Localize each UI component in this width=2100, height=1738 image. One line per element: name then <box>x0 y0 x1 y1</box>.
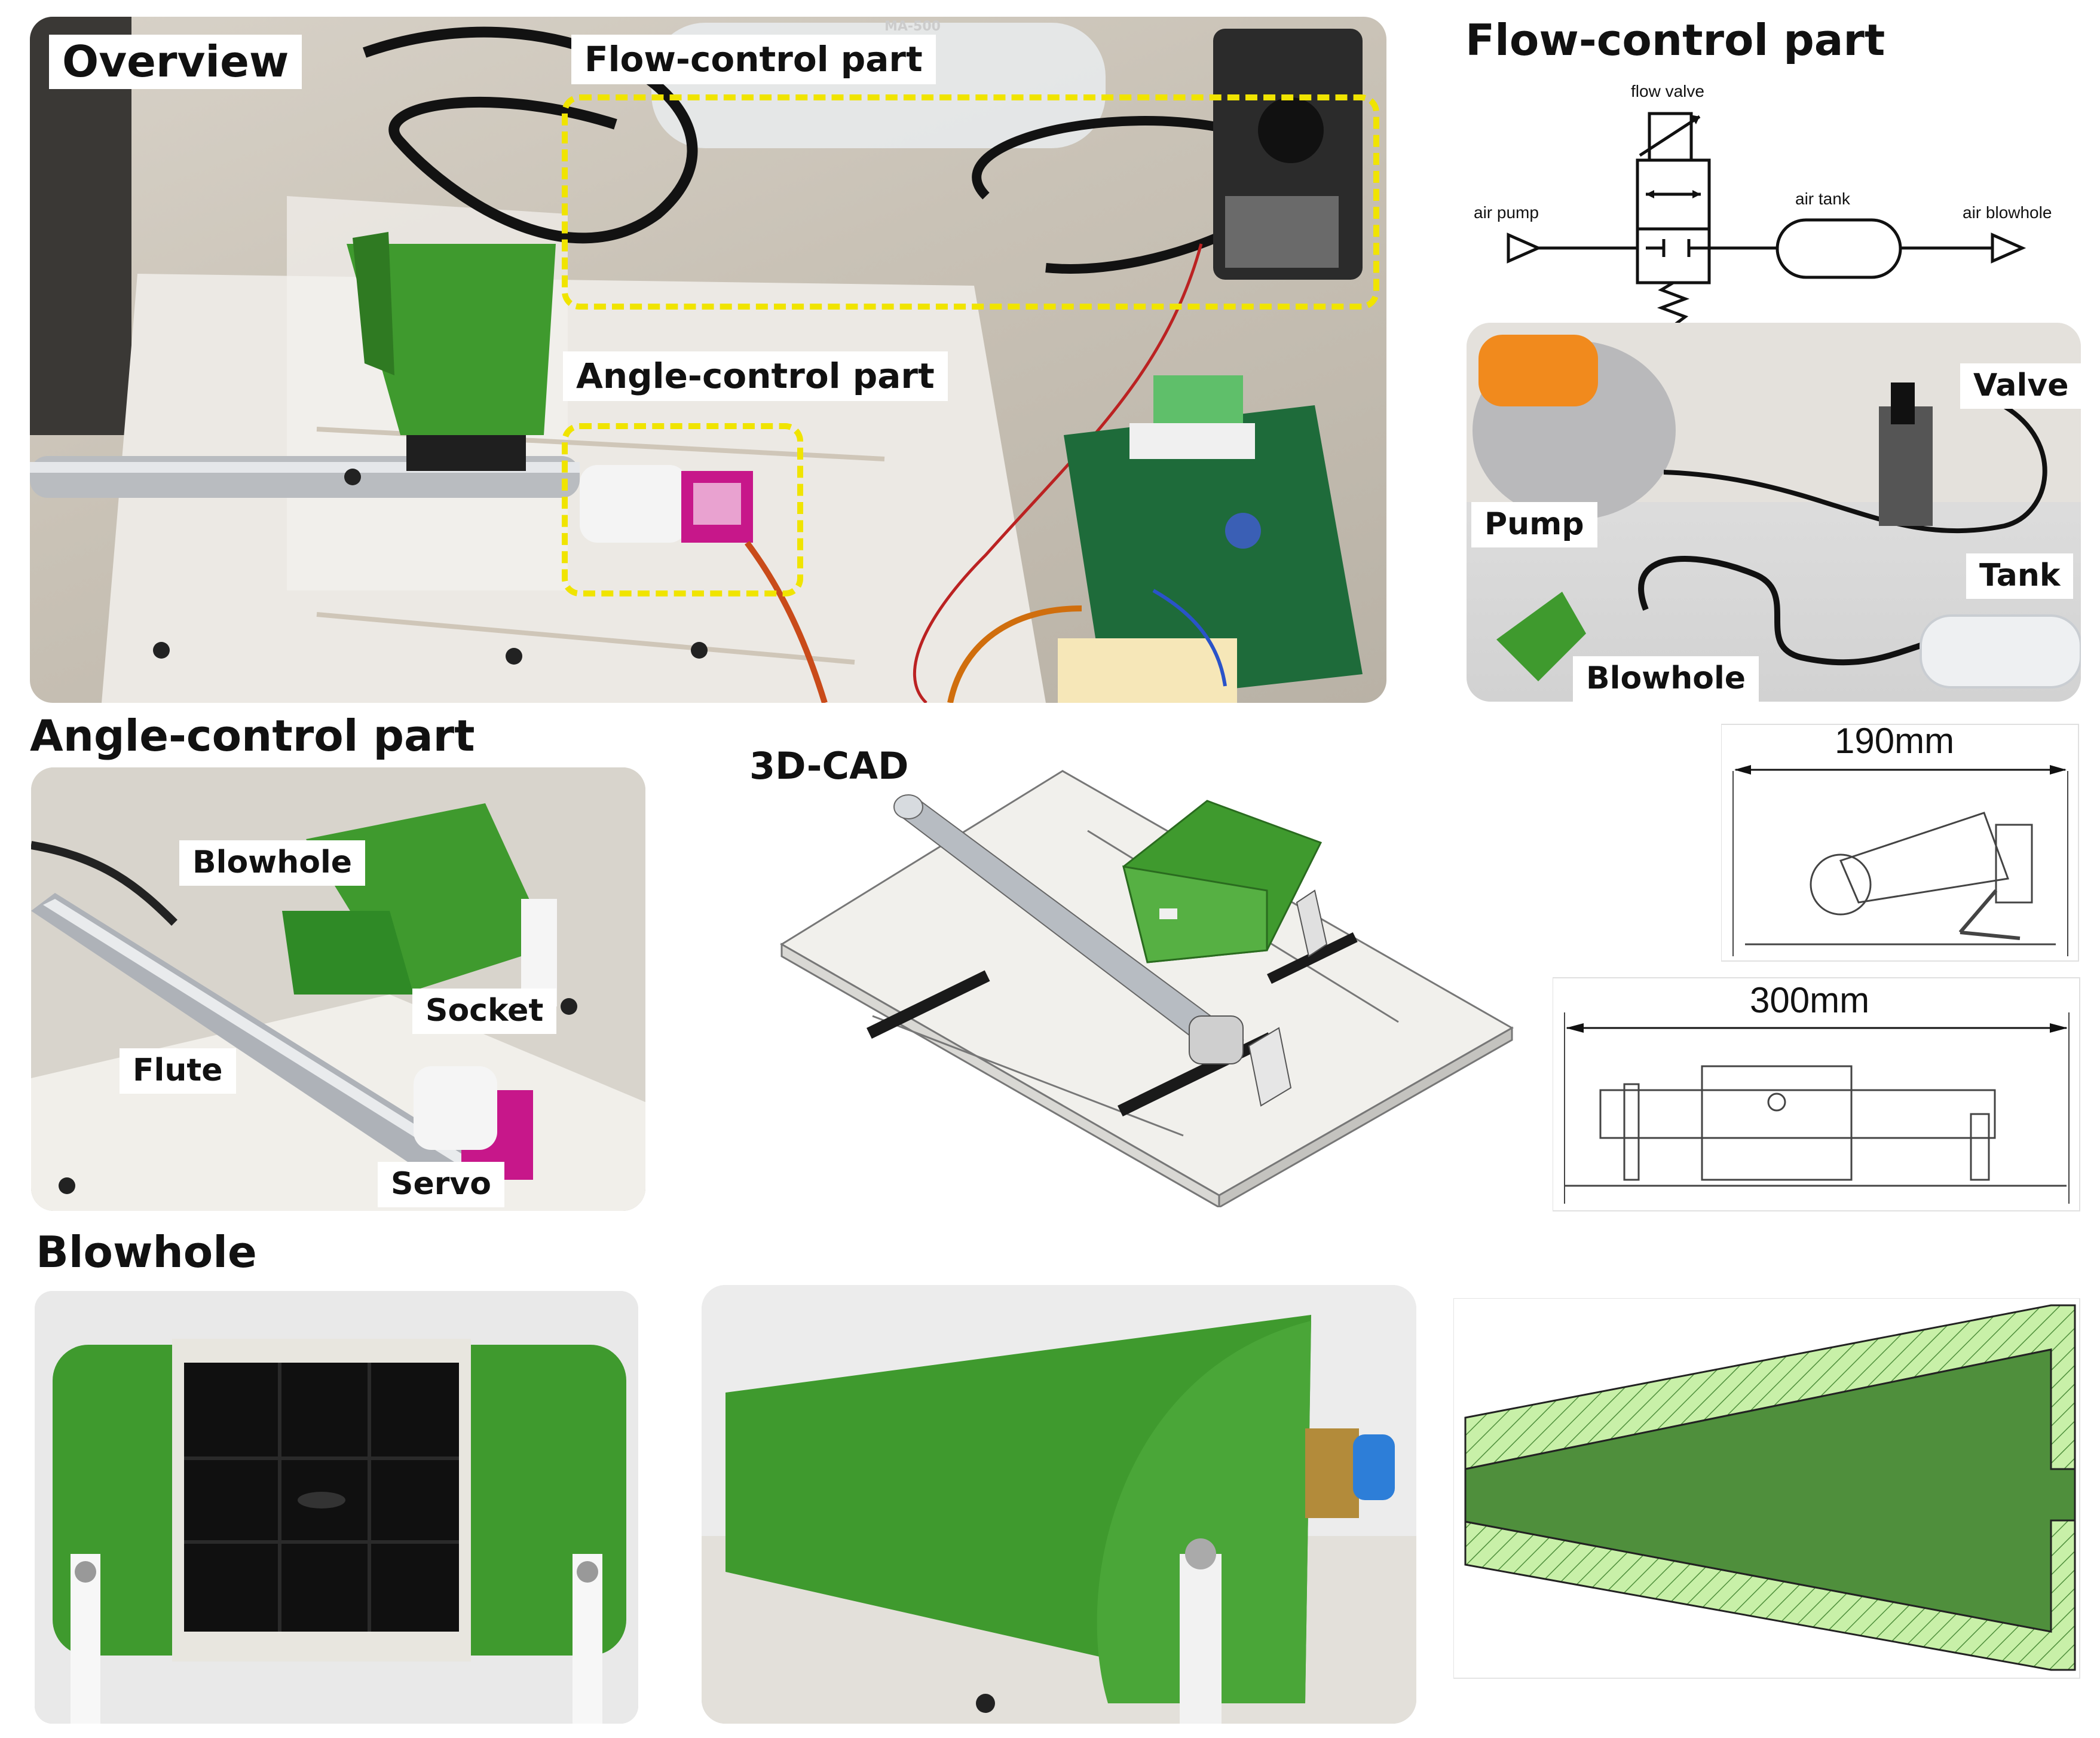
tube-label-text: MA-500 <box>884 19 941 34</box>
flow-photo-pump-label: Pump <box>1471 502 1597 547</box>
angle-control-highlight-box <box>562 423 803 596</box>
angle-photo-blowhole-label: Blowhole <box>179 840 366 886</box>
overview-angle-control-label: Angle-control part <box>563 351 948 401</box>
angle-photo-flute-label: Flute <box>120 1048 236 1094</box>
dim-300mm-label: 300mm <box>1750 980 1869 1020</box>
front-view-drawing: 300mm <box>1553 977 2080 1211</box>
side-view-drawing: 190mm <box>1721 723 2079 962</box>
flow-control-highlight-box <box>562 94 1379 310</box>
cad-title: 3D-CAD <box>749 744 909 788</box>
flow-photo-tank-label: Tank <box>1966 553 2074 599</box>
flow-control-title: Flow-control part <box>1465 15 1885 65</box>
flow-photo-scene <box>1467 323 2081 689</box>
blowhole-title: Blowhole <box>36 1227 257 1277</box>
angle-photo-servo-label: Servo <box>378 1162 504 1207</box>
cad-isometric-drawing <box>780 770 1514 1207</box>
dim-190mm-label: 190mm <box>1835 723 1954 761</box>
angle-control-title: Angle-control part <box>30 711 475 761</box>
blowhole-front-scene <box>35 1291 638 1724</box>
angle-control-photo <box>31 767 645 1211</box>
blowhole-side-scene <box>702 1285 1416 1724</box>
schematic-air-tank-label: air tank <box>1795 189 1851 208</box>
blowhole-side-photo <box>702 1285 1416 1724</box>
flow-photo-valve-label: Valve <box>1960 363 2082 409</box>
schematic-air-blowhole-label: air blowhole <box>1963 203 2052 222</box>
overview-flow-control-label: Flow-control part <box>571 35 936 84</box>
blowhole-cross-section <box>1453 1298 2080 1679</box>
flow-schematic: flow valve air pump air tank air blowhol… <box>1474 82 2052 327</box>
schematic-air-pump-label: air pump <box>1474 203 1539 222</box>
flow-photo-blowhole-label: Blowhole <box>1573 656 1759 702</box>
angle-photo-socket-label: Socket <box>412 989 557 1034</box>
blowhole-front-photo <box>35 1291 638 1724</box>
overview-title: Overview <box>49 35 302 90</box>
schematic-flow-valve-label: flow valve <box>1631 82 1704 100</box>
